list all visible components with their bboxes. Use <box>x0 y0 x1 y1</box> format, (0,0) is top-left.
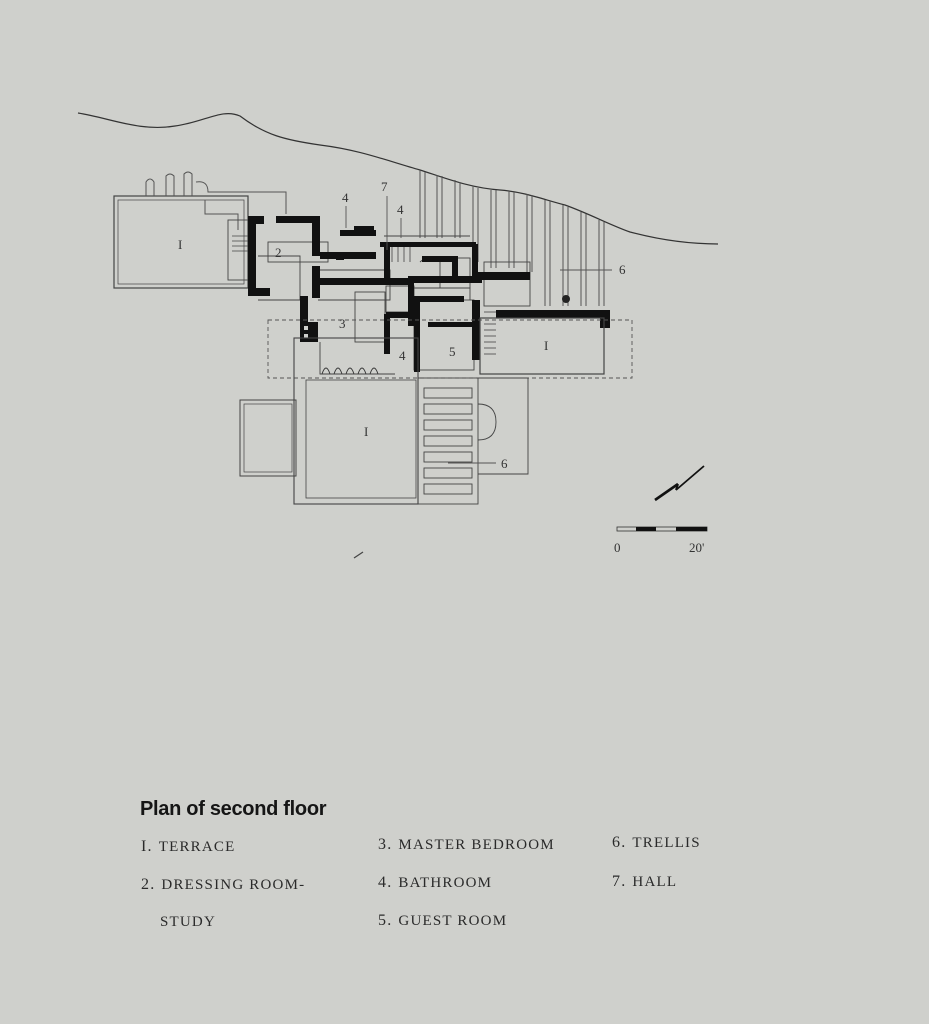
bedroom-window-bays <box>321 367 379 375</box>
label-terrace-east: I <box>544 338 548 353</box>
house-thin-outline <box>227 219 531 375</box>
legend-item-terrace: I.TERRACE <box>141 838 236 855</box>
legend-item-trellis: 6.TRELLIS <box>612 834 701 851</box>
leader-lines <box>345 196 612 464</box>
trellis-slats <box>419 170 605 306</box>
legend-item-dressing-room: 2.DRESSING ROOM- <box>141 876 306 893</box>
label-bath-north-2: 4 <box>397 202 404 217</box>
terrace-southwest <box>239 399 297 477</box>
label-bath-north: 4 <box>342 190 349 205</box>
label-hall: 7 <box>381 179 388 194</box>
label-dressing-room: 2 <box>275 245 282 260</box>
label-trellis-north: 6 <box>619 262 626 277</box>
stone-walls <box>248 216 610 372</box>
trellis-south <box>417 377 529 505</box>
tree-trunk-icon <box>562 295 570 303</box>
label-terrace-south: I <box>364 424 368 439</box>
scale-end-label: 20' <box>689 540 704 555</box>
hillside-contour <box>77 112 719 245</box>
wall-openings <box>304 326 308 338</box>
stray-mark <box>353 551 364 559</box>
legend-item-guest-room: 5.GUEST ROOM <box>378 912 508 929</box>
terrace-east <box>479 317 605 375</box>
legend-item-study: STUDY <box>160 914 217 930</box>
scale-bar <box>616 526 708 532</box>
legend-item-bathroom: 4.BATHROOM <box>378 874 493 891</box>
scale-start-label: 0 <box>614 540 621 555</box>
label-terrace-west: I <box>178 237 182 252</box>
plan-title: Plan of second floor <box>140 798 327 820</box>
legend-item-master-bedroom: 3.MASTER BEDROOM <box>378 836 555 853</box>
label-trellis-south: 6 <box>501 456 508 471</box>
label-guest-room: 5 <box>449 344 456 359</box>
legend-item-hall: 7.HALL <box>612 873 678 890</box>
label-master-bedroom: 3 <box>339 316 346 331</box>
label-bath-south: 4 <box>399 348 406 363</box>
terrace-west-railing <box>145 171 287 230</box>
north-arrow-icon <box>654 465 705 502</box>
